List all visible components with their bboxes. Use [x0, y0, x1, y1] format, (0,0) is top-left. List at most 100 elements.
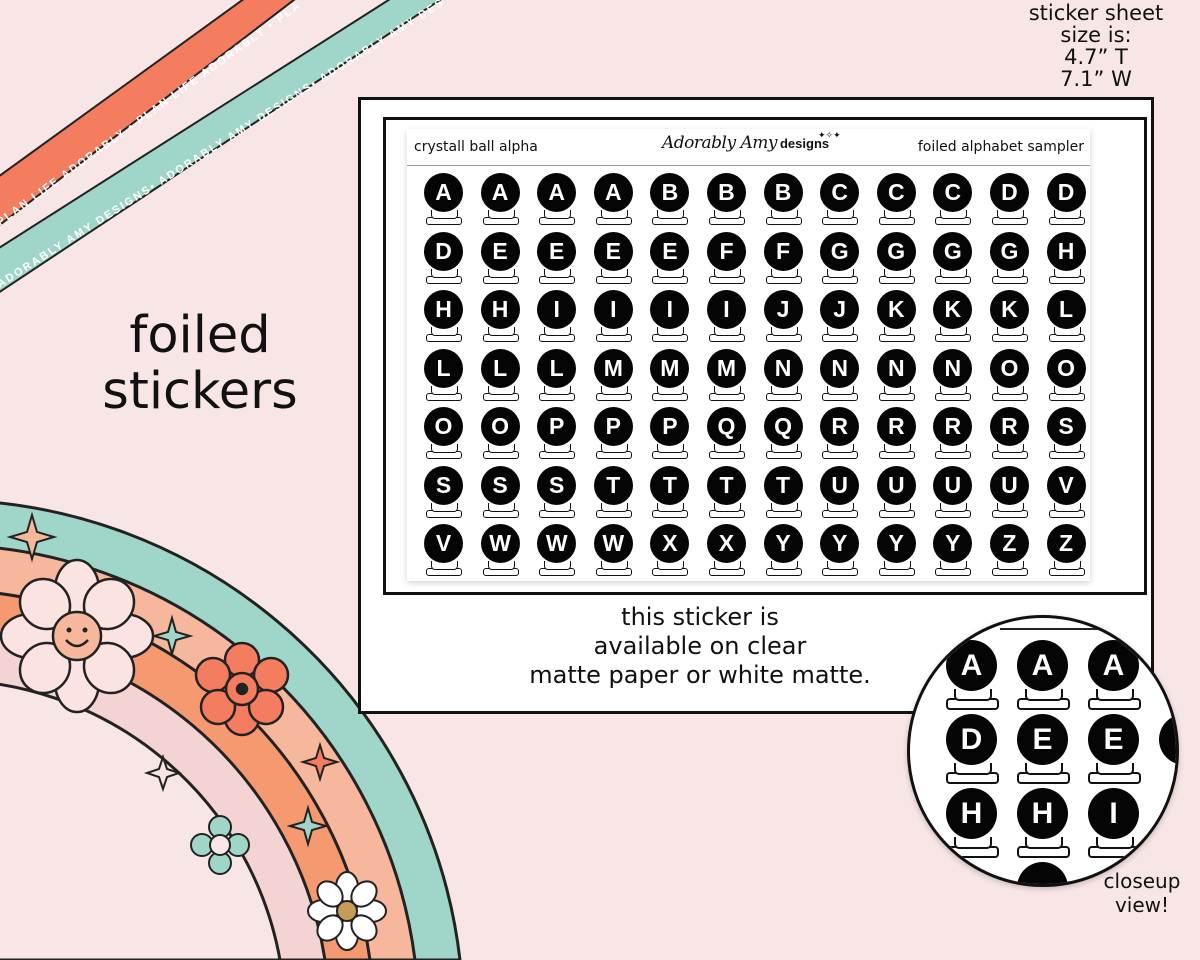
sticker-stand: [1096, 837, 1134, 849]
crystal-ball-sticker: D: [1042, 173, 1098, 231]
sticker-stand: [600, 210, 628, 219]
crystal-ball-icon: [989, 173, 1029, 212]
crystal-ball-sticker: U: [985, 465, 1041, 524]
sticker-stand: [713, 502, 741, 512]
crystal-ball-sticker: J: [759, 290, 815, 348]
crystal-ball-sticker: X: [702, 524, 758, 582]
sticker-letter: O: [1000, 354, 1019, 381]
crystal-ball-sticker: P: [645, 407, 701, 465]
sticker-letter: K: [1001, 296, 1018, 322]
crystal-ball-icon: [763, 290, 803, 329]
crystal-ball-sticker: E: [476, 231, 532, 290]
sticker-stand: [431, 444, 458, 453]
crystal-ball-icon: [480, 465, 520, 505]
sticker-letter: F: [719, 237, 734, 264]
sticker-stand: [770, 268, 798, 278]
sticker-letter: O: [1057, 354, 1075, 381]
sticker-letter: B: [661, 179, 679, 205]
crystal-ball-icon: [650, 348, 690, 388]
sticker-stand: [713, 385, 741, 395]
crystal-ball-icon: [763, 465, 803, 505]
crystal-ball-sticker: Y: [815, 524, 871, 582]
sticker-stand: [600, 385, 628, 395]
crystal-ball-sticker: I: [645, 290, 701, 348]
sticker-stand: [600, 444, 628, 453]
closeup-sticker: E: [1013, 714, 1083, 794]
crystal-ball-sticker: E: [645, 231, 701, 290]
sticker-stand: [1053, 561, 1081, 570]
sticker-letter: K: [944, 296, 962, 322]
sticker-stand: [940, 561, 968, 570]
sticker-letter: Z: [1059, 530, 1074, 556]
sticker-letter: H: [491, 296, 509, 322]
crystal-ball-icon: [650, 173, 690, 212]
sticker-letter: D: [435, 237, 452, 264]
crystal-ball-sticker: U: [872, 465, 928, 524]
crystal-ball-icon: [820, 290, 860, 329]
crystal-ball-icon: [650, 524, 690, 563]
crystal-ball-sticker: Y: [759, 524, 815, 582]
crystal-ball-icon: [763, 173, 803, 212]
sticker-letter: D: [1001, 179, 1018, 205]
sticker-letter: A: [960, 648, 983, 682]
crystal-ball-icon: [537, 173, 577, 212]
crystal-ball-sticker: L: [1042, 290, 1098, 348]
crystal-ball-sticker: O: [1042, 348, 1098, 407]
crystal-ball-icon: [1046, 173, 1086, 212]
sticker-stand: [1053, 268, 1081, 278]
sticker-stand: [1053, 327, 1081, 336]
foiled-stickers-title: foiled stickers: [102, 306, 298, 421]
crystal-ball-icon: [424, 407, 463, 446]
sticker-stand: [1053, 444, 1081, 453]
crystal-ball-icon: [537, 290, 577, 329]
sticker-stand: [996, 327, 1024, 336]
crystal-ball-icon: [650, 465, 690, 505]
sticker-stand: [770, 502, 798, 512]
crystal-ball-icon: [480, 348, 520, 388]
sticker-stand: [713, 327, 741, 336]
crystal-ball-icon: [1046, 348, 1086, 388]
sticker-stand: [713, 561, 741, 570]
sticker-letter: C: [831, 179, 848, 205]
closeup-partial-sticker: [1155, 714, 1176, 794]
crystal-ball-icon: [424, 231, 463, 271]
sticker-letter: R: [831, 413, 848, 439]
crystal-ball-sticker: G: [985, 231, 1041, 290]
crystal-ball-icon: [820, 524, 860, 563]
sticker-letter: L: [436, 354, 451, 381]
availability-note: this sticker is available on clear matte…: [529, 603, 871, 689]
crystal-ball-sticker: F: [702, 231, 758, 290]
sticker-stand: [827, 502, 855, 512]
sticker-stand: [487, 561, 515, 570]
sticker-stand: [487, 444, 515, 453]
crystal-ball-sticker: K: [985, 290, 1041, 348]
crystal-ball-icon: [480, 231, 520, 271]
sticker-letter: G: [830, 237, 849, 264]
sticker-letter: O: [491, 413, 510, 439]
sticker-letter: E: [549, 237, 565, 264]
crystal-ball-sticker: M: [589, 348, 645, 407]
crystal-ball-icon: [989, 407, 1029, 446]
sticker-stand: [954, 763, 992, 775]
crystal-ball-icon: [650, 231, 690, 271]
sticker-stand: [883, 561, 911, 570]
crystal-ball-sticker: T: [645, 465, 701, 524]
crystal-ball-sticker: M: [645, 348, 701, 407]
sticker-stand: [883, 502, 911, 512]
sticker-stand: [996, 502, 1024, 512]
crystal-ball-sticker: Q: [702, 407, 758, 465]
crystal-ball-icon: [763, 524, 803, 563]
sticker-letter: M: [660, 354, 680, 381]
sticker-stand: [544, 210, 572, 219]
sticker-stand: [431, 210, 458, 219]
sticker-stand: [544, 385, 572, 395]
sticker-letter: F: [776, 237, 791, 264]
sticker-stand: [487, 210, 515, 219]
sticker-stand: [657, 268, 685, 278]
sticker-stand: [544, 502, 572, 512]
sticker-letter: A: [1102, 648, 1125, 682]
sticker-stand: [1025, 763, 1063, 775]
sticker-letter: E: [662, 237, 678, 264]
